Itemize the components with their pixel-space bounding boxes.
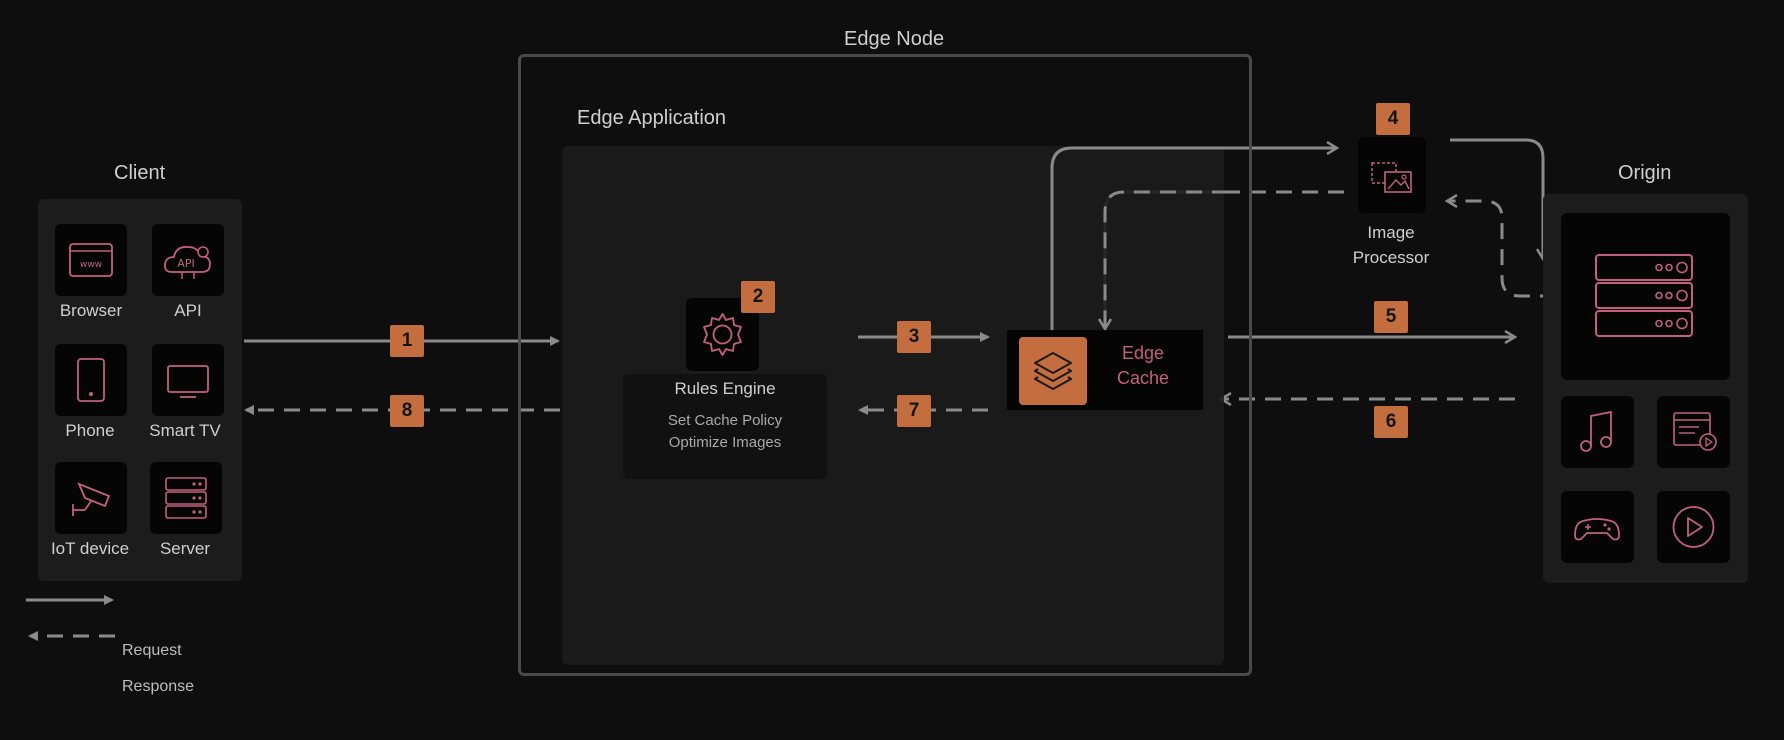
music-note-icon (1580, 410, 1612, 452)
arrow-origin-to-processor (1448, 201, 1556, 298)
play-tile[interactable] (1657, 491, 1730, 563)
layers-icon (1034, 352, 1072, 390)
web-video-icon (1673, 412, 1717, 451)
step-badge-1: 1 (390, 325, 424, 357)
server-rack-icon (1595, 254, 1693, 337)
gear-icon (703, 313, 742, 356)
music-tile[interactable] (1561, 396, 1634, 468)
rules-engine-line-1: Set Cache Policy (667, 412, 783, 429)
rules-engine-line-2: Optimize Images (668, 434, 782, 451)
play-icon (1672, 506, 1715, 548)
rules-engine-title: Rules Engine (674, 379, 776, 398)
edge-cache-title-line-1: Edge (1121, 343, 1165, 363)
phone-label: Phone (65, 421, 115, 440)
video-page-tile[interactable] (1657, 396, 1730, 468)
origin-title: Origin (1618, 162, 1672, 184)
step-badge-5: 5 (1374, 301, 1408, 333)
edge-application-title: Edge Application (577, 107, 727, 129)
security-camera-icon (72, 482, 111, 516)
legend-request-label: Request (122, 642, 182, 659)
server-tile[interactable] (150, 462, 222, 534)
tv-icon (167, 365, 209, 398)
server-icon (165, 477, 207, 519)
server-label: Server (159, 539, 211, 558)
api-tile[interactable]: API (152, 224, 224, 296)
game-tile[interactable] (1561, 491, 1634, 563)
image-processor-tile[interactable] (1358, 137, 1426, 213)
gamepad-icon (1574, 518, 1620, 541)
edge-node-title: Edge Node (844, 28, 945, 50)
step-badge-7: 7 (897, 395, 931, 427)
step-badge-3: 3 (897, 321, 931, 353)
step-badge-6: 6 (1374, 406, 1408, 438)
image-processor-line-2: Processor (1352, 248, 1430, 267)
browser-label: Browser (59, 301, 123, 320)
legend-response-label: Response (122, 678, 195, 695)
origin-server-tile[interactable] (1561, 213, 1730, 380)
step-badge-8: 8 (390, 395, 424, 427)
phone-icon (77, 358, 105, 402)
phone-tile[interactable] (55, 344, 127, 416)
api-label: API (174, 301, 202, 320)
smart-tv-label: Smart TV (149, 421, 221, 440)
edge-cache-icon-tile (1019, 337, 1087, 405)
svg-text:API: API (177, 257, 194, 270)
api-cloud-icon: API (163, 246, 211, 279)
iot-device-label: IoT device (50, 539, 130, 558)
step-badge-4: 4 (1376, 103, 1410, 135)
rules-engine-card[interactable] (623, 374, 827, 479)
iot-device-tile[interactable] (55, 462, 127, 534)
browser-tile[interactable]: www (55, 224, 127, 296)
edge-node-box (518, 54, 1252, 676)
smart-tv-tile[interactable] (152, 344, 224, 416)
step-badge-2: 2 (741, 281, 775, 313)
edge-cache-title-line-2: Cache (1116, 368, 1170, 388)
image-icon (1371, 162, 1412, 193)
client-title: Client (114, 162, 166, 184)
arrow-to-origin (1450, 138, 1543, 258)
svg-text:www: www (80, 260, 102, 270)
browser-icon: www (69, 243, 113, 277)
image-processor-line-1: Image (1367, 223, 1415, 242)
